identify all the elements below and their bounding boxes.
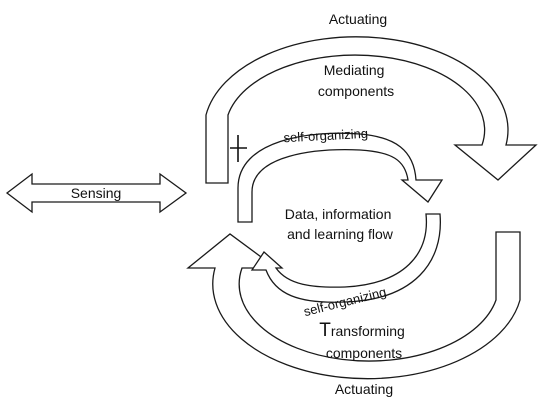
center-flow-label: Data, information and learning flow [285,206,396,242]
inner-self-organizing-arrow-bottom [250,213,441,303]
bottom-actuating-label: Actuating [335,381,393,397]
sensing-label: Sensing [71,185,122,201]
mediating-line-1: Mediating [324,62,385,78]
transforming-initial: T [319,320,331,341]
transforming-rest: ransforming [331,323,405,339]
bottom-actuating-arrow [186,231,521,380]
transforming-line-1: Transforming [319,320,405,341]
top-actuating-arrow [205,36,538,184]
center-line-1: Data, information [285,206,392,222]
top-actuating-label: Actuating [329,11,387,27]
sensing-double-arrow [5,172,188,214]
inner-self-organizing-arrow-top [237,132,444,223]
self-organizing-top-label: self-organizing [283,126,368,145]
mediating-line-2: components [318,83,394,99]
mediating-label: Mediating components [318,62,394,99]
transforming-line-2: components [326,345,402,361]
center-line-2: and learning flow [287,226,394,242]
transforming-label: Transforming components [319,320,409,361]
cross-marker-icon [230,135,247,162]
